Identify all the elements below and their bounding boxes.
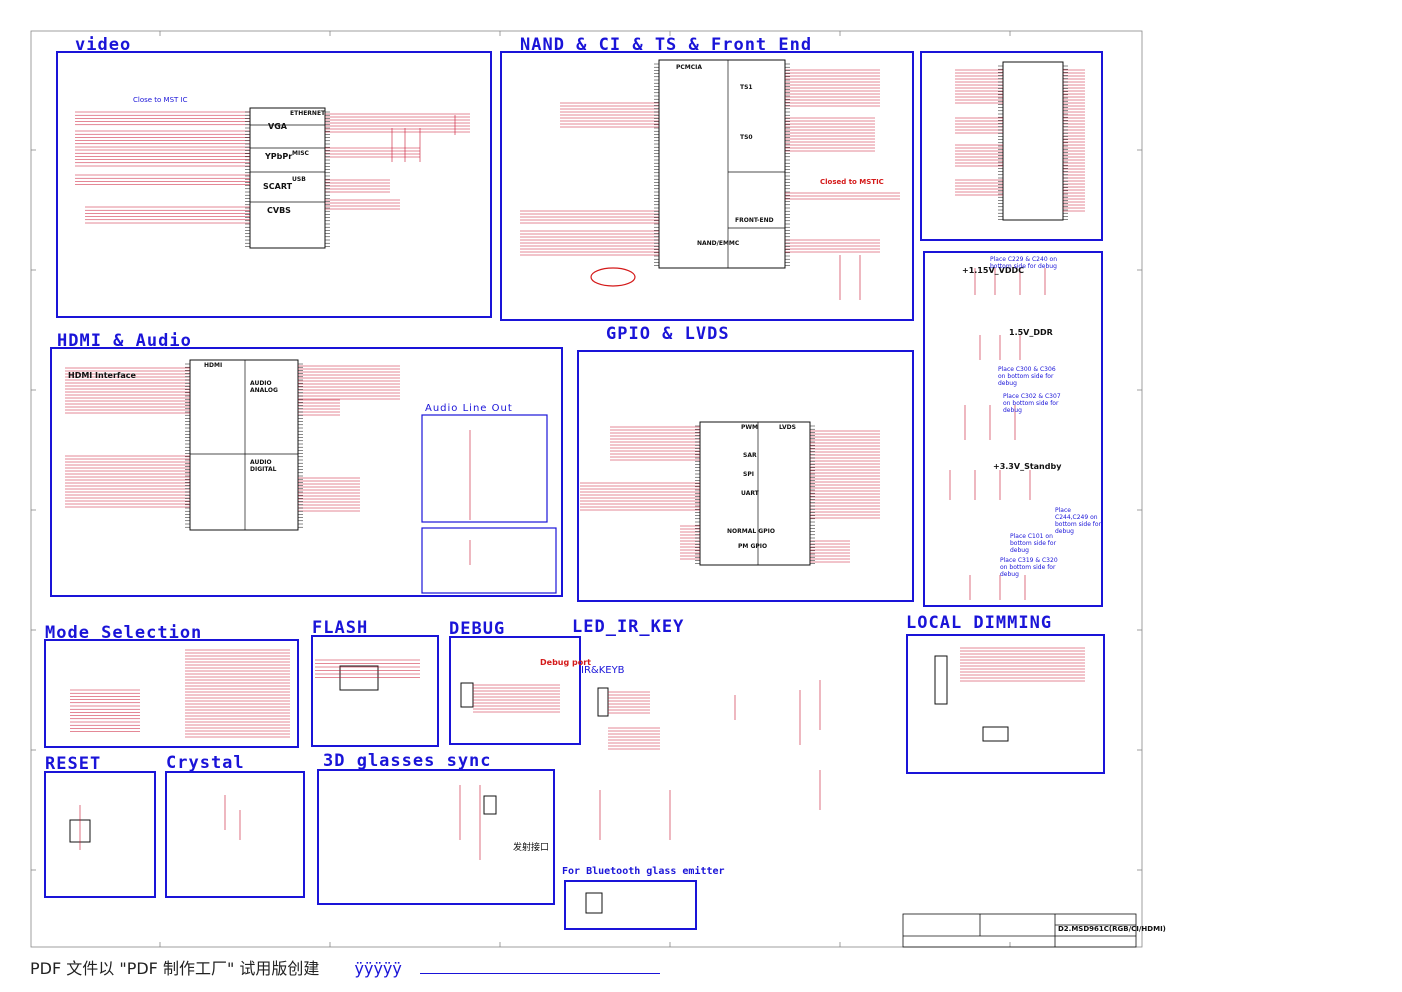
flash-ic (339, 665, 379, 691)
flash-box (311, 635, 439, 747)
label-lvds: LVDS (779, 424, 796, 431)
highlight-ellipse (590, 267, 636, 287)
title-gpio: GPIO & LVDS (606, 324, 730, 344)
title-debug: DEBUG (449, 619, 506, 639)
gpio-ic (699, 421, 811, 566)
power-ic (1002, 61, 1064, 221)
note-place-c300: Place C300 & C306 on bottom side for deb… (998, 366, 1056, 387)
gpio-box (577, 350, 914, 602)
dimming-ic (982, 726, 1009, 742)
title-block (902, 913, 1137, 948)
hdmi-ic (189, 359, 299, 531)
audio-mst-box (421, 527, 557, 594)
label-hdmi-interface: HDMI Interface (68, 371, 136, 380)
label-ts1: TS1 (740, 84, 753, 91)
mode-box (44, 639, 299, 748)
glasses-box (317, 769, 555, 905)
power-rails-box (923, 251, 1103, 607)
note-place-c302: Place C302 & C307 on bottom side for deb… (1003, 393, 1061, 414)
label-v15: 1.5V_DDR (1009, 328, 1053, 337)
label-fashe: 发射接口 (513, 843, 550, 853)
title-led: LED_IR_KEY (572, 617, 685, 637)
label-vga: VGA (268, 122, 287, 131)
reset-box (44, 771, 156, 898)
note-close-mst: Close to MST IC (133, 96, 188, 104)
model-number: D2.MSD961C(RGB/CI/HDMI) (1058, 925, 1166, 933)
label-ts0: TS0 (740, 134, 753, 141)
label-debug-port: Debug port (540, 658, 591, 667)
video-box (56, 51, 492, 318)
video-ic (249, 107, 326, 249)
label-nand-emmc: NAND/EMMC (697, 240, 740, 247)
label-audio-line-out: Audio Line Out (425, 403, 513, 414)
title-reset: RESET (45, 754, 102, 774)
label-ethernet: ETHERNET (290, 110, 326, 117)
local-dimming-box (906, 634, 1105, 774)
label-bluetooth: For Bluetooth glass emitter (562, 866, 725, 877)
title-glasses: 3D glasses sync (323, 751, 492, 771)
note-place-c229: Place C229 & C240 on bottom side for deb… (990, 256, 1058, 270)
label-cvbs: CVBS (267, 206, 291, 215)
footer-underline (420, 973, 660, 974)
label-sar: SAR (743, 452, 757, 459)
title-local: LOCAL DIMMING (906, 613, 1053, 633)
label-front-end: FRONT-END (735, 217, 774, 224)
label-spi: SPI (743, 471, 754, 478)
label-ypbpr: YPbPr (265, 152, 293, 161)
audio-line-out-box (421, 414, 548, 523)
label-pwm: PWM (741, 424, 758, 431)
label-audio-analog: AUDIO ANALOG (250, 380, 278, 394)
label-v33: +3.3V_Standby (993, 462, 1062, 471)
hdmi-box (50, 347, 563, 597)
debug-connector (460, 682, 474, 708)
title-video: video (75, 35, 132, 55)
power-top-box (920, 51, 1103, 241)
label-misc: MISC (292, 150, 309, 157)
note-place-c101: Place C101 on bottom side for debug (1010, 533, 1057, 554)
footer-link[interactable]: ÿÿÿÿÿ (354, 959, 402, 978)
signal-wires (65, 69, 1085, 860)
debug-box (449, 636, 581, 745)
label-usb: USB (292, 176, 306, 183)
title-hdmi: HDMI & Audio (57, 331, 192, 351)
title-nand: NAND & CI & TS & Front End (520, 35, 813, 55)
chip-pins (185, 63, 1068, 564)
label-v115: +1.15V_VDDC (962, 266, 1024, 275)
frame-ticks (31, 31, 1142, 947)
label-pm-gpio: PM GPIO (738, 543, 768, 550)
label-uart: UART (741, 490, 759, 497)
nand-box (500, 51, 914, 321)
bluetooth-box (564, 880, 697, 930)
footer-caption: PDF 文件以 "PDF 制作工厂" 试用版创建 (30, 959, 320, 978)
note-place-c244: Place C244,C249 on bottom side for debug (1055, 507, 1102, 535)
title-crystal: Crystal (166, 753, 245, 773)
footer-text: PDF 文件以 "PDF 制作工厂" 试用版创建 ÿÿÿÿÿ (30, 955, 402, 979)
label-scart: SCART (263, 182, 293, 191)
title-mode: Mode Selection (45, 623, 203, 643)
note-closed-mstic: Closed to MSTIC (820, 178, 884, 186)
sheet-frame (30, 30, 1143, 948)
label-normal-gpio: NORMAL GPIO (727, 528, 775, 535)
label-hdmi-block: HDMI (204, 362, 223, 369)
ir-connector (597, 687, 609, 717)
bt-connector (585, 892, 603, 914)
dimming-connector (934, 655, 948, 705)
label-pcmcia: PCMCIA (676, 64, 703, 71)
label-audio-digital: AUDIO DIGITAL (250, 459, 277, 473)
pcmcia-ic (658, 59, 786, 269)
title-flash: FLASH (312, 618, 369, 638)
label-ir-keyb: IR&KEYB (581, 665, 625, 676)
crystal-box (165, 771, 305, 898)
glasses-ic (483, 795, 497, 815)
note-place-c319: Place C319 & C320 on bottom side for deb… (1000, 557, 1058, 578)
